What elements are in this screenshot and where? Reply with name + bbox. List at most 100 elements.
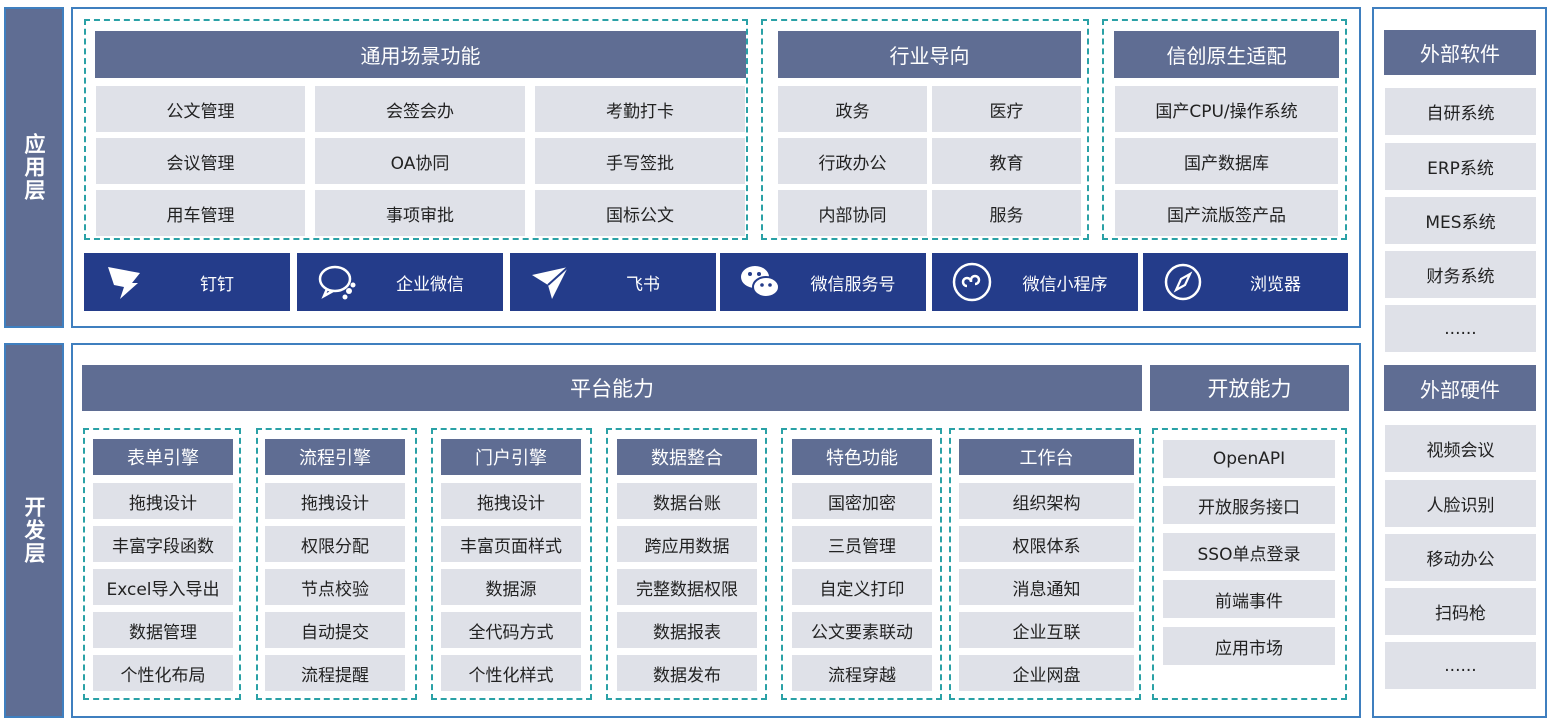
general-function-item: 国标公文: [535, 190, 745, 236]
module-item: 丰富页面样式: [441, 526, 581, 562]
external-hardware-item: ......: [1385, 642, 1536, 689]
module-title: 数据整合: [617, 439, 757, 475]
external-software-item: 自研系统: [1385, 88, 1536, 135]
module-group: [606, 428, 767, 700]
dingtalk-icon: [102, 261, 146, 303]
module-item: 流程提醒: [265, 655, 405, 691]
module-item: 数据报表: [617, 612, 757, 648]
module-title: 特色功能: [792, 439, 932, 475]
industry-item: 内部协同: [778, 190, 927, 236]
app-entry[interactable]: 浏览器: [1143, 253, 1348, 311]
general-functions-title: 通用场景功能: [95, 31, 746, 78]
app-entry[interactable]: 微信服务号: [720, 253, 926, 311]
wecom-icon: [315, 261, 359, 303]
app-label: 微信小程序: [1022, 274, 1108, 295]
module-item: 公文要素联动: [792, 612, 932, 648]
general-functions-group: [84, 19, 748, 240]
app-label: 微信服务号: [810, 274, 896, 295]
external-software-title: 外部软件: [1384, 30, 1536, 75]
industry-item: 服务: [932, 190, 1081, 236]
industry-item: 教育: [932, 138, 1081, 184]
compass-icon: [1161, 261, 1205, 303]
industry-item: 政务: [778, 86, 927, 132]
industry-item: 行政办公: [778, 138, 927, 184]
wechat-icon: [738, 261, 782, 303]
external-software-item: 财务系统: [1385, 251, 1536, 298]
module-item: Excel导入导出: [93, 569, 233, 605]
module-item: 跨应用数据: [617, 526, 757, 562]
external-software-item: ERP系统: [1385, 143, 1536, 190]
external-hardware-item: 移动办公: [1385, 534, 1536, 581]
open-capability-item: 开放服务接口: [1163, 486, 1335, 524]
feishu-icon: [528, 261, 572, 303]
module-title: 门户引擎: [441, 439, 581, 475]
module-item: 数据源: [441, 569, 581, 605]
external-software-item: ......: [1385, 305, 1536, 352]
module-item: 完整数据权限: [617, 569, 757, 605]
development-layer-label: 开发层: [4, 343, 64, 718]
module-item: 企业互联: [959, 612, 1134, 648]
open-capability-item: OpenAPI: [1163, 440, 1335, 478]
module-item: 数据发布: [617, 655, 757, 691]
open-capability-group: [1152, 428, 1347, 700]
xinchuang-title: 信创原生适配: [1114, 31, 1339, 78]
app-label: 钉钉: [200, 274, 234, 295]
module-title: 工作台: [959, 439, 1134, 475]
industry-item: 医疗: [932, 86, 1081, 132]
general-function-item: 用车管理: [96, 190, 305, 236]
module-item: 权限分配: [265, 526, 405, 562]
module-item: 全代码方式: [441, 612, 581, 648]
app-label: 企业微信: [396, 274, 464, 295]
industry-title: 行业导向: [778, 31, 1081, 78]
module-item: 组织架构: [959, 483, 1134, 519]
module-item: 权限体系: [959, 526, 1134, 562]
app-entry[interactable]: 企业微信: [297, 253, 503, 311]
xinchuang-item: 国产数据库: [1115, 138, 1338, 184]
module-group: [431, 428, 592, 700]
module-item: 节点校验: [265, 569, 405, 605]
app-entry[interactable]: 钉钉: [84, 253, 290, 311]
general-function-item: 手写签批: [535, 138, 745, 184]
module-group: [83, 428, 241, 700]
app-label: 浏览器: [1250, 274, 1301, 295]
module-item: 国密加密: [792, 483, 932, 519]
external-hardware-item: 扫码枪: [1385, 588, 1536, 635]
external-hardware-item: 视频会议: [1385, 425, 1536, 472]
module-group: [256, 428, 417, 700]
xinchuang-item: 国产流版签产品: [1115, 190, 1338, 236]
general-function-item: 会议管理: [96, 138, 305, 184]
module-item: 消息通知: [959, 569, 1134, 605]
module-item: 三员管理: [792, 526, 932, 562]
external-hardware-title: 外部硬件: [1384, 365, 1536, 411]
open-title: 开放能力: [1150, 365, 1349, 411]
app-label: 飞书: [626, 274, 660, 295]
module-item: 数据台账: [617, 483, 757, 519]
general-function-item: 考勤打卡: [535, 86, 745, 132]
module-item: 丰富字段函数: [93, 526, 233, 562]
module-item: 企业网盘: [959, 655, 1134, 691]
module-item: 个性化样式: [441, 655, 581, 691]
module-item: 拖拽设计: [441, 483, 581, 519]
module-item: 流程穿越: [792, 655, 932, 691]
module-item: 拖拽设计: [265, 483, 405, 519]
app-entry[interactable]: 微信小程序: [932, 253, 1138, 311]
open-capability-item: 前端事件: [1163, 580, 1335, 618]
module-group: [949, 428, 1141, 700]
external-software-item: MES系统: [1385, 197, 1536, 244]
general-function-item: 会签会办: [315, 86, 525, 132]
module-item: 自定义打印: [792, 569, 932, 605]
platform-title: 平台能力: [82, 365, 1142, 411]
general-function-item: 公文管理: [96, 86, 305, 132]
module-group: [781, 428, 942, 700]
xinchuang-item: 国产CPU/操作系统: [1115, 86, 1338, 132]
open-capability-item: 应用市场: [1163, 627, 1335, 665]
module-item: 拖拽设计: [93, 483, 233, 519]
general-function-item: 事项审批: [315, 190, 525, 236]
industry-group: [761, 19, 1089, 240]
xinchuang-group: [1102, 19, 1347, 240]
open-capability-item: SSO单点登录: [1163, 533, 1335, 571]
general-function-item: OA协同: [315, 138, 525, 184]
app-entry[interactable]: 飞书: [510, 253, 716, 311]
miniprogram-icon: [950, 261, 994, 303]
module-title: 表单引擎: [93, 439, 233, 475]
